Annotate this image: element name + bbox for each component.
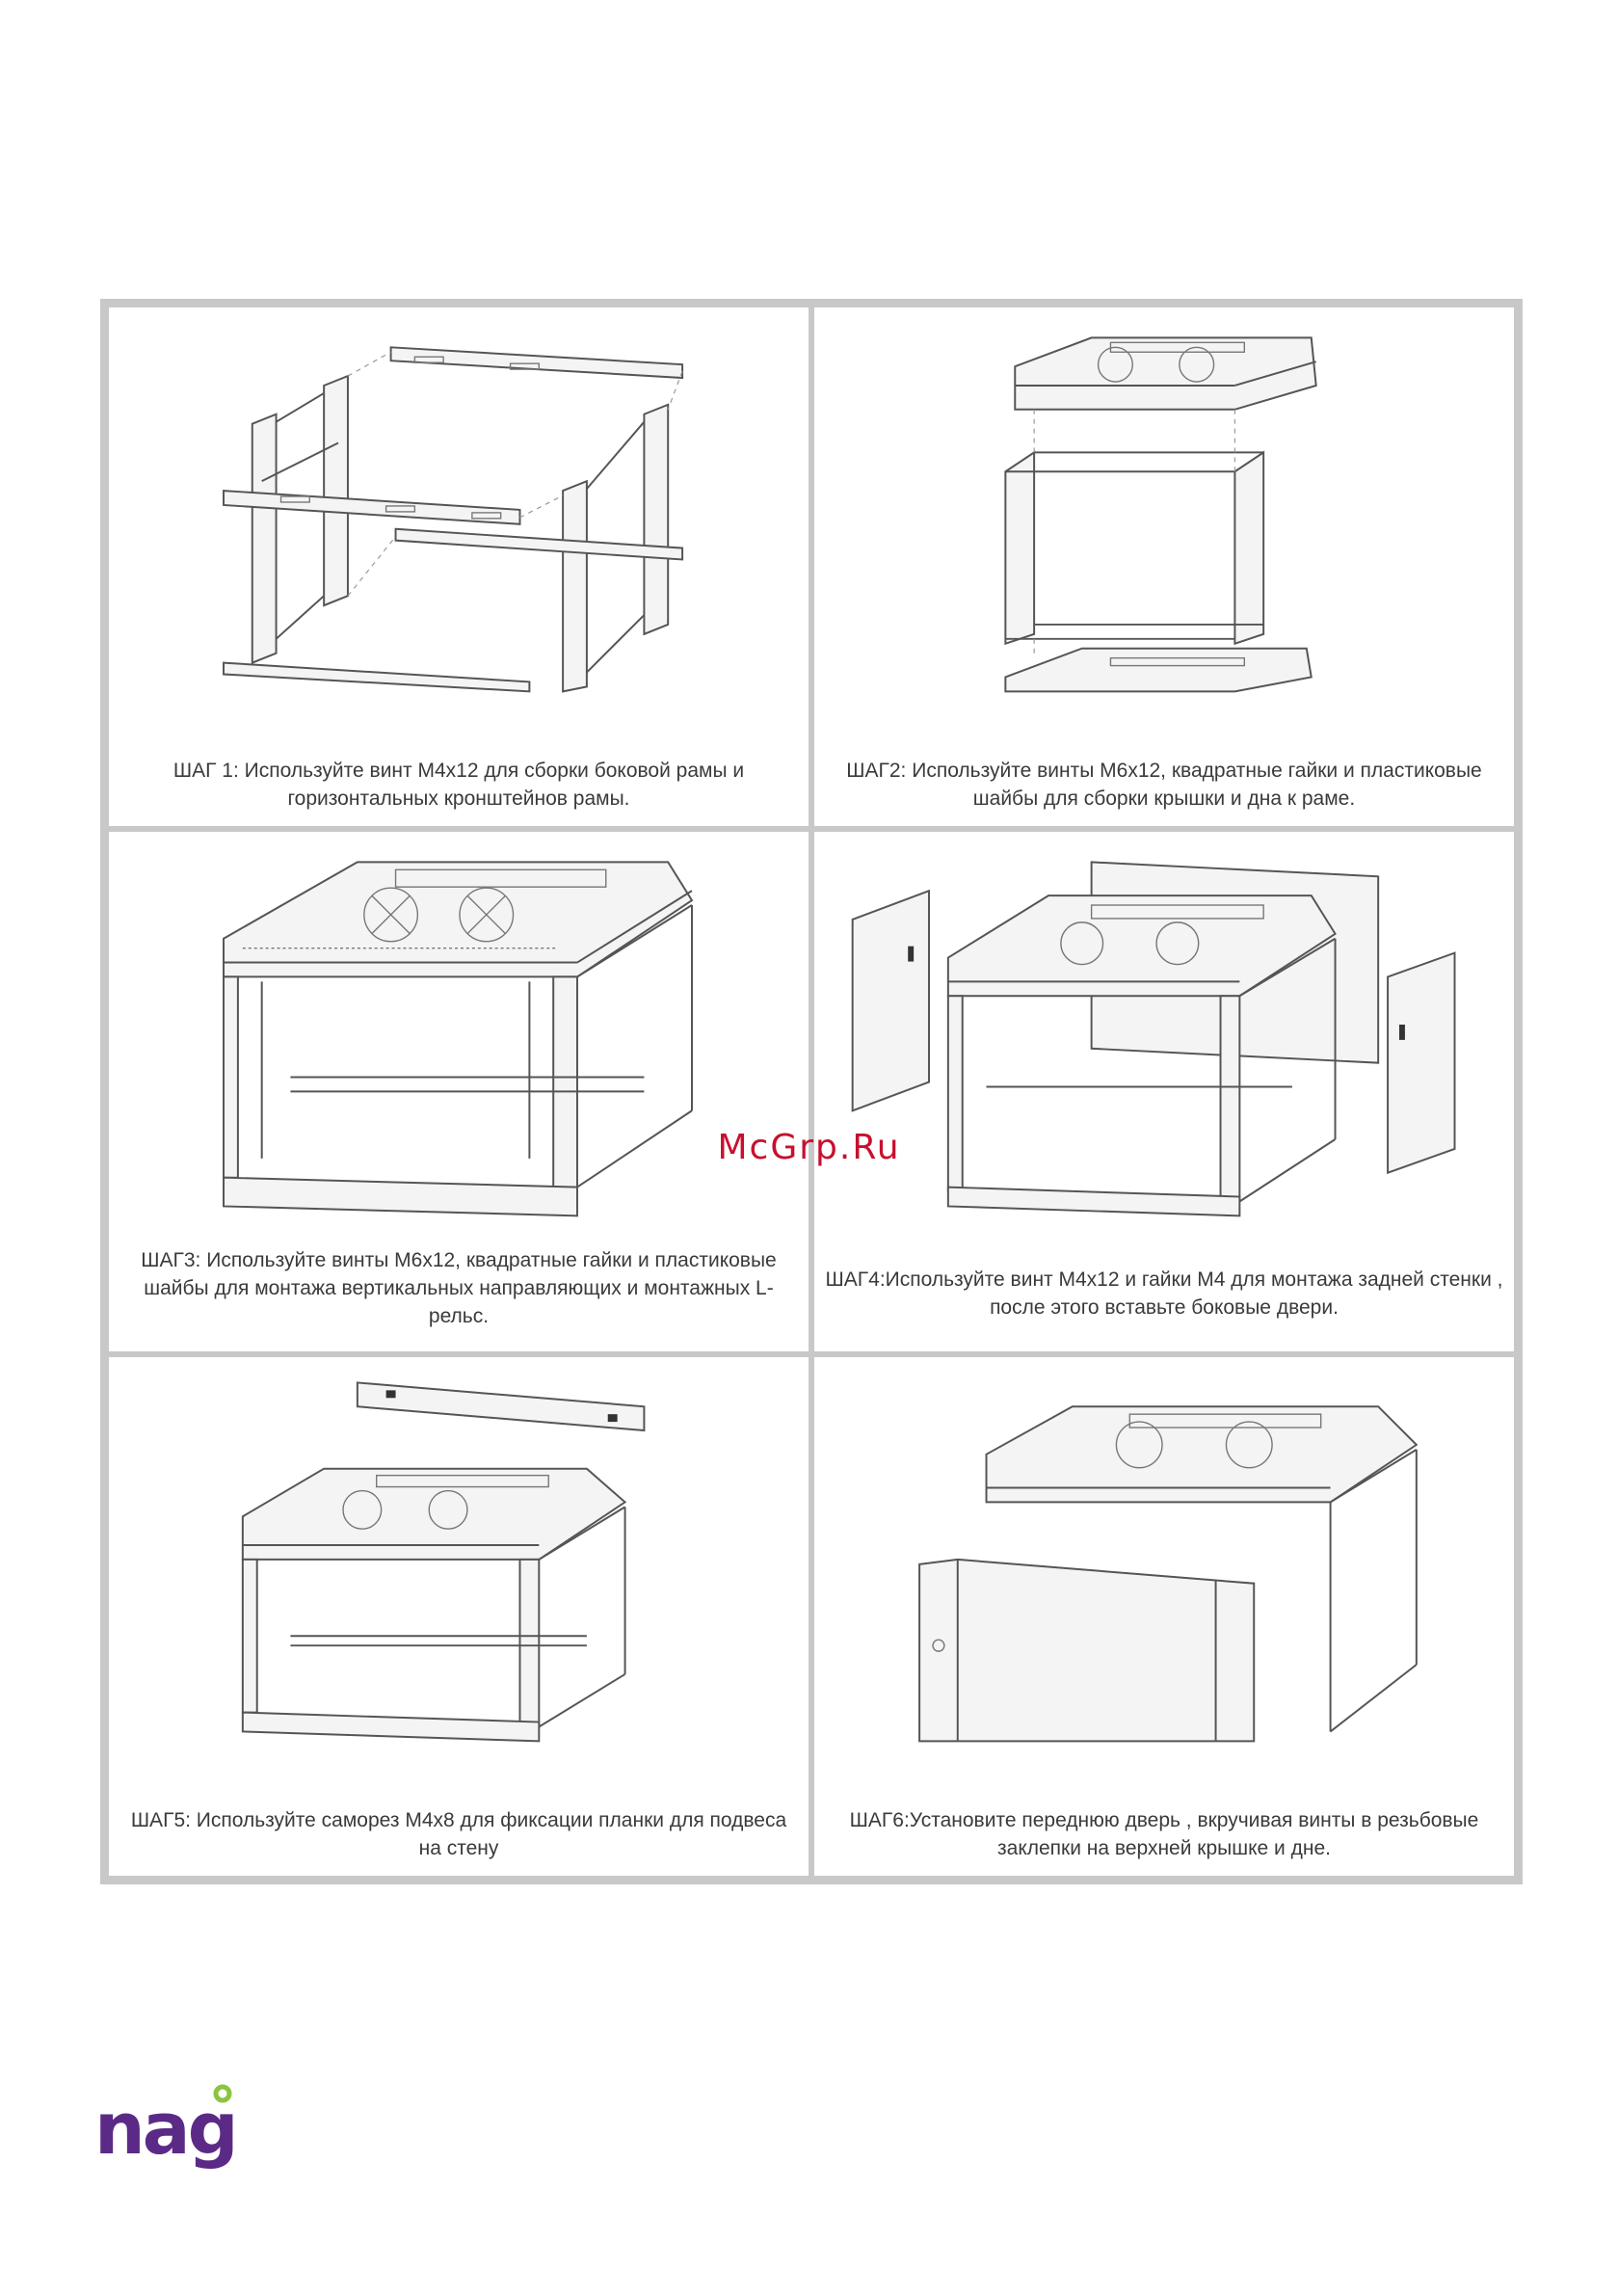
watermark: McGrp.Ru <box>717 1128 901 1167</box>
step-2-caption: ШАГ2: Используйте винты M6x12, квадратны… <box>846 760 1482 810</box>
step-3-caption: ШАГ3: Используйте винты M6x12, квадратны… <box>141 1249 777 1328</box>
step-6-panel: ШАГ6:Установите переднюю дверь , вкручив… <box>811 1353 1517 1879</box>
step-2-top-bottom-drawing <box>1004 336 1317 693</box>
nag-logo: nag <box>94 2084 239 2171</box>
step-1-caption: ШАГ 1: Используйте винт M4x12 для сборки… <box>172 760 745 810</box>
instruction-grid: ШАГ 1: Используйте винт M4x12 для сборки… <box>100 299 1523 1884</box>
step-2-panel: ШАГ2: Используйте винты M6x12, квадратны… <box>811 305 1517 830</box>
step-4-caption: ШАГ4:Используйте винт M4x12 и гайки M4 д… <box>825 1268 1503 1320</box>
step-6-front-door-drawing <box>918 1404 1419 1743</box>
step-1-panel: ШАГ 1: Используйте винт M4x12 для сборки… <box>106 305 811 830</box>
step-1-frame-drawing <box>223 346 684 693</box>
step-5-wall-bracket-drawing <box>241 1381 646 1743</box>
step-3-rails-drawing <box>223 861 694 1217</box>
step-5-panel: ШАГ5: Используйте саморез M4x8 для фикса… <box>106 1353 811 1879</box>
step-4-side-doors-drawing <box>851 861 1456 1217</box>
svg-text:nag: nag <box>94 2088 236 2171</box>
step-4-panel: ШАГ4:Используйте винт M4x12 и гайки M4 д… <box>811 829 1517 1354</box>
step-6-caption: ШАГ6:Установите переднюю дверь , вкручив… <box>849 1808 1479 1859</box>
step-5-caption: ШАГ5: Используйте саморез M4x8 для фикса… <box>130 1808 787 1859</box>
step-3-panel: ШАГ3: Используйте винты M6x12, квадратны… <box>106 829 811 1354</box>
